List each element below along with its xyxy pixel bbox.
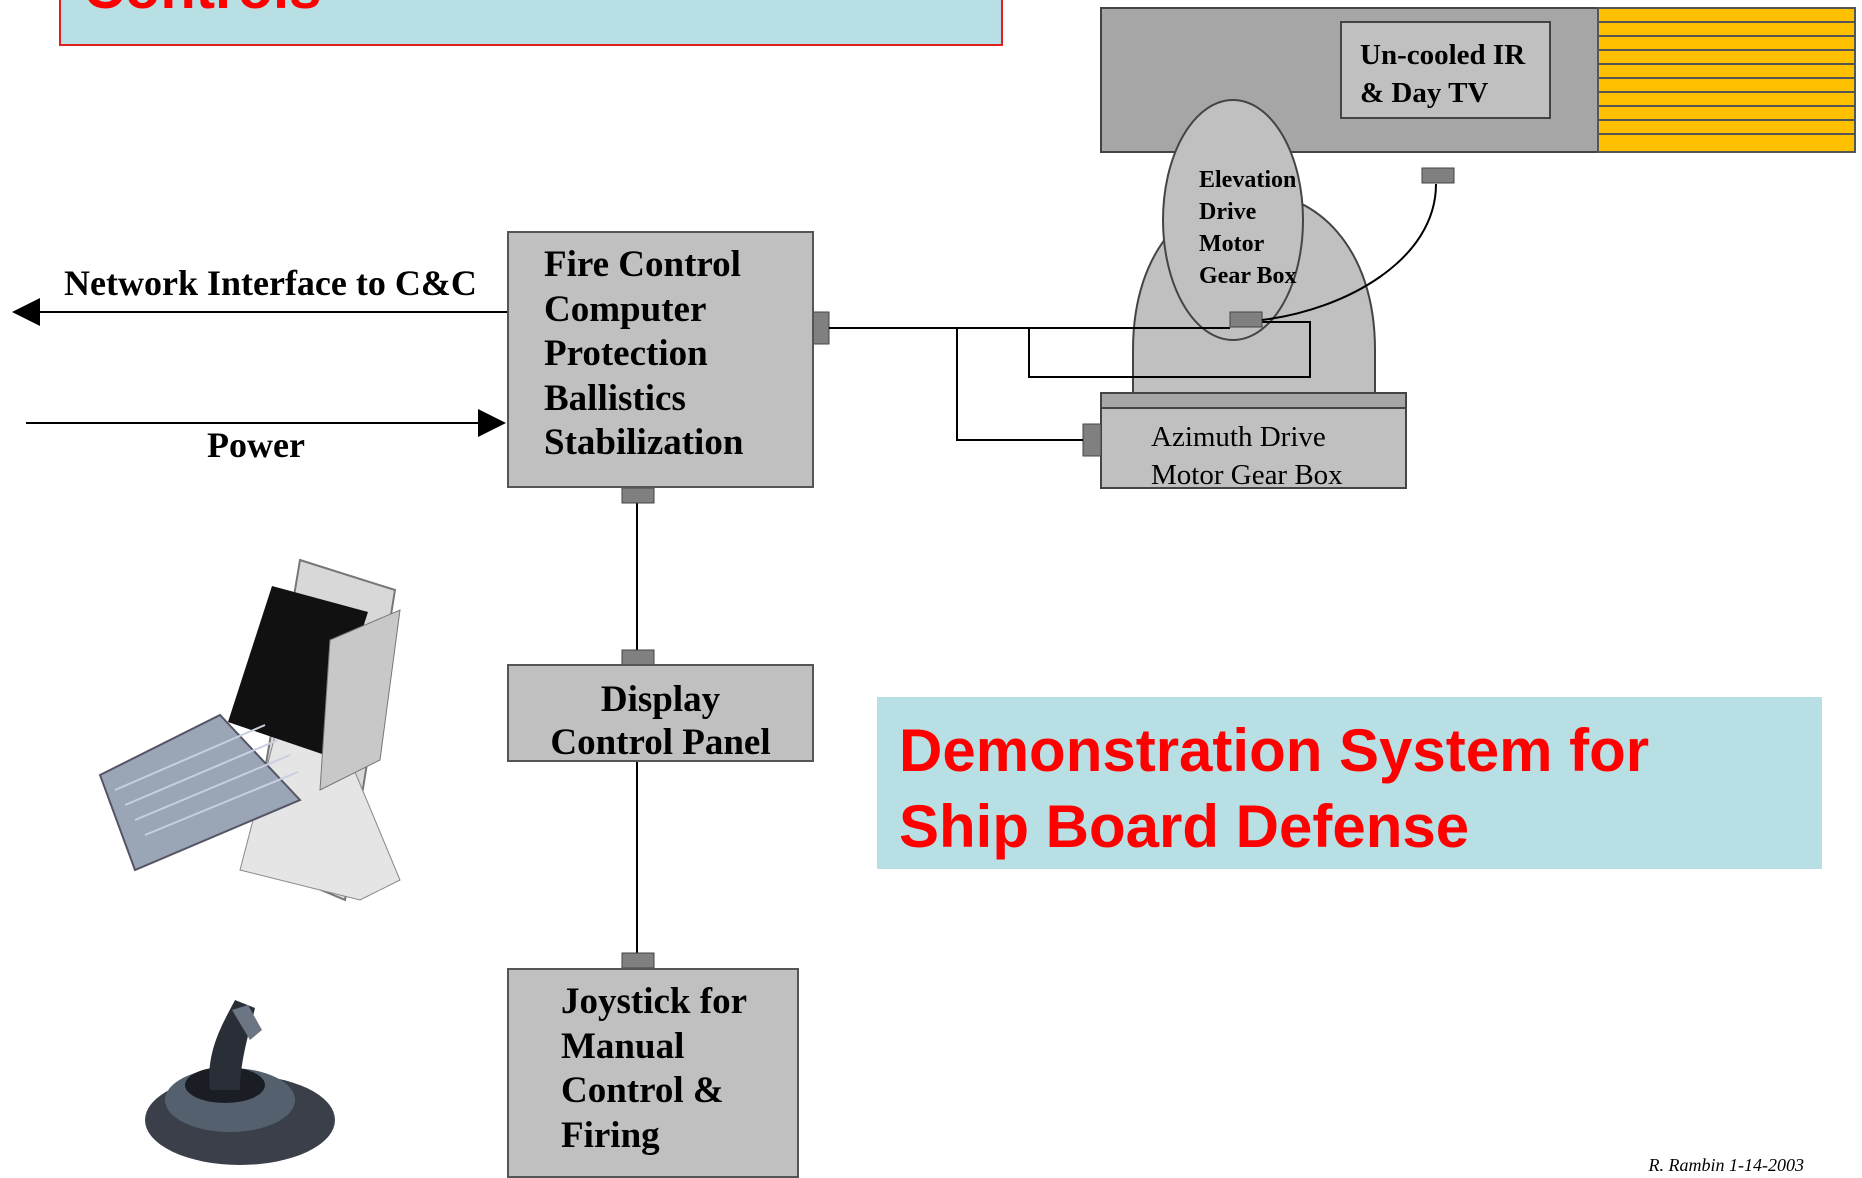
joystick-top-connector bbox=[621, 952, 655, 969]
elevation-drive-label: Elevation Drive Motor Gear Box bbox=[1199, 164, 1297, 292]
page-title: Controls bbox=[83, 0, 321, 18]
demo-caption-line-1: Demonstration System for bbox=[899, 717, 1650, 784]
sensor-connector bbox=[1421, 167, 1455, 184]
elevation-line-1: Elevation bbox=[1199, 167, 1297, 193]
power-label: Power bbox=[207, 425, 305, 465]
sensor-cable bbox=[1261, 183, 1437, 321]
ir-sensor-line-1: Un-cooled IR bbox=[1360, 39, 1526, 71]
fire-control-line-1: Fire Control bbox=[544, 244, 741, 285]
joystick-line-4: Firing bbox=[561, 1114, 660, 1156]
network-interface-label: Network Interface to C&C bbox=[64, 263, 477, 303]
barrel-stripes bbox=[1598, 21, 1855, 135]
joystick-line-1: Joystick for bbox=[561, 981, 747, 1022]
ir-sensor-line-2: & Day TV bbox=[1360, 77, 1489, 109]
display-top-connector bbox=[621, 649, 655, 666]
barrel bbox=[1597, 7, 1856, 153]
fire-control-text: Fire Control Computer Protection Ballist… bbox=[544, 243, 743, 466]
fire-control-line-5: Stabilization bbox=[544, 422, 744, 463]
elevation-connector bbox=[1229, 311, 1263, 328]
network-arrowhead bbox=[12, 298, 40, 326]
elevation-line-3: Motor bbox=[1199, 231, 1265, 257]
fire-control-computer-block: Fire Control Computer Protection Ballist… bbox=[507, 231, 814, 488]
azimuth-base-top bbox=[1100, 392, 1407, 409]
fcc-right-connector bbox=[812, 311, 830, 345]
display-panel-line-2: Control Panel bbox=[550, 722, 771, 763]
joystick-block: Joystick for Manual Control & Firing bbox=[507, 968, 799, 1178]
ir-sensor-box bbox=[1340, 21, 1551, 119]
joystick-illustration bbox=[145, 1000, 335, 1165]
demo-caption-text: Demonstration System for Ship Board Defe… bbox=[899, 713, 1649, 865]
joystick-line-3: Control & bbox=[561, 1070, 724, 1111]
fcc-bottom-connector bbox=[621, 487, 655, 504]
fire-control-line-4: Ballistics bbox=[544, 377, 686, 419]
power-arrowhead bbox=[478, 409, 506, 437]
author-credit: R. Rambin 1-14-2003 bbox=[1648, 1155, 1804, 1175]
azimuth-cable bbox=[956, 328, 1083, 441]
azimuth-line-2: Motor Gear Box bbox=[1151, 459, 1343, 486]
azimuth-drive-label: Azimuth Drive Motor Gear Box bbox=[1151, 418, 1343, 486]
display-panel-text: Display Control Panel bbox=[509, 678, 812, 764]
azimuth-connector bbox=[1082, 423, 1102, 457]
demo-caption-line-2: Ship Board Defense bbox=[899, 793, 1470, 860]
title-banner: Controls bbox=[59, 0, 1003, 46]
display-control-panel-block: Display Control Panel bbox=[507, 664, 814, 764]
elevation-line-2: Drive bbox=[1199, 199, 1257, 225]
fire-control-line-2: Computer bbox=[544, 288, 707, 330]
demo-caption-box: Demonstration System for Ship Board Defe… bbox=[877, 697, 1822, 869]
ir-sensor-label: Un-cooled IR & Day TV bbox=[1360, 36, 1525, 112]
laptop-illustration bbox=[98, 558, 401, 902]
azimuth-line-1: Azimuth Drive bbox=[1151, 421, 1326, 453]
fire-control-line-3: Protection bbox=[544, 333, 708, 374]
joystick-text: Joystick for Manual Control & Firing bbox=[561, 980, 747, 1158]
joystick-line-2: Manual bbox=[561, 1025, 685, 1067]
elevation-loop-cable bbox=[1028, 321, 1311, 378]
display-panel-line-1: Display bbox=[600, 679, 721, 720]
elevation-line-4: Gear Box bbox=[1199, 263, 1297, 289]
elevation-drive-housing bbox=[1162, 99, 1304, 341]
